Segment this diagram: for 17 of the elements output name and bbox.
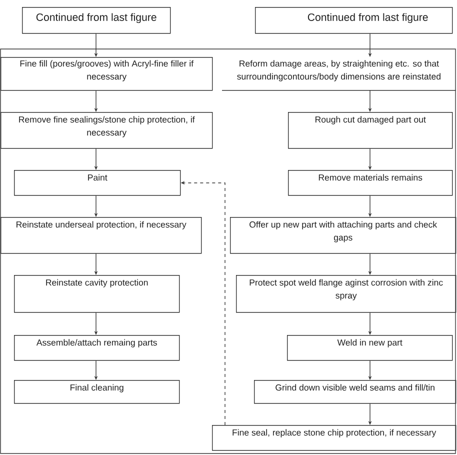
process-box: Continued from last figure xyxy=(255,7,453,34)
process-box: Remove materials remains xyxy=(288,170,453,196)
process-box: Fine seal, replace stone chip protection, if necessary xyxy=(212,424,456,451)
process-box: Protect spot weld flange aginst corrosion with zinc spray xyxy=(236,274,456,313)
process-box: Offer up new part with attaching parts and check gaps xyxy=(230,217,456,254)
process-box: Continued from last figure xyxy=(22,7,171,34)
process-box: Grind down visible weld seams and fill/tin xyxy=(254,380,456,404)
process-box: Remove fine sealings/stone chip protection, if necessary xyxy=(0,112,213,149)
process-box: Paint xyxy=(14,170,181,196)
underlined-step: Reform damage areas, by straightening etc. so that surroundingcontours/body dimensions are reinstated xyxy=(222,60,456,91)
process-box: Final cleaning xyxy=(14,380,180,404)
process-box: Reinstate underseal protection, if necessary xyxy=(0,217,202,254)
process-box: Weld in new part xyxy=(287,334,453,361)
process-box: Rough cut damaged part out xyxy=(288,112,453,149)
process-box: Reinstate cavity protection xyxy=(14,274,180,313)
process-box: Fine fill (pores/grooves) with Acryl-fine filler if necessary xyxy=(0,57,213,91)
process-box: Assemble/attach remaing parts xyxy=(14,334,180,361)
